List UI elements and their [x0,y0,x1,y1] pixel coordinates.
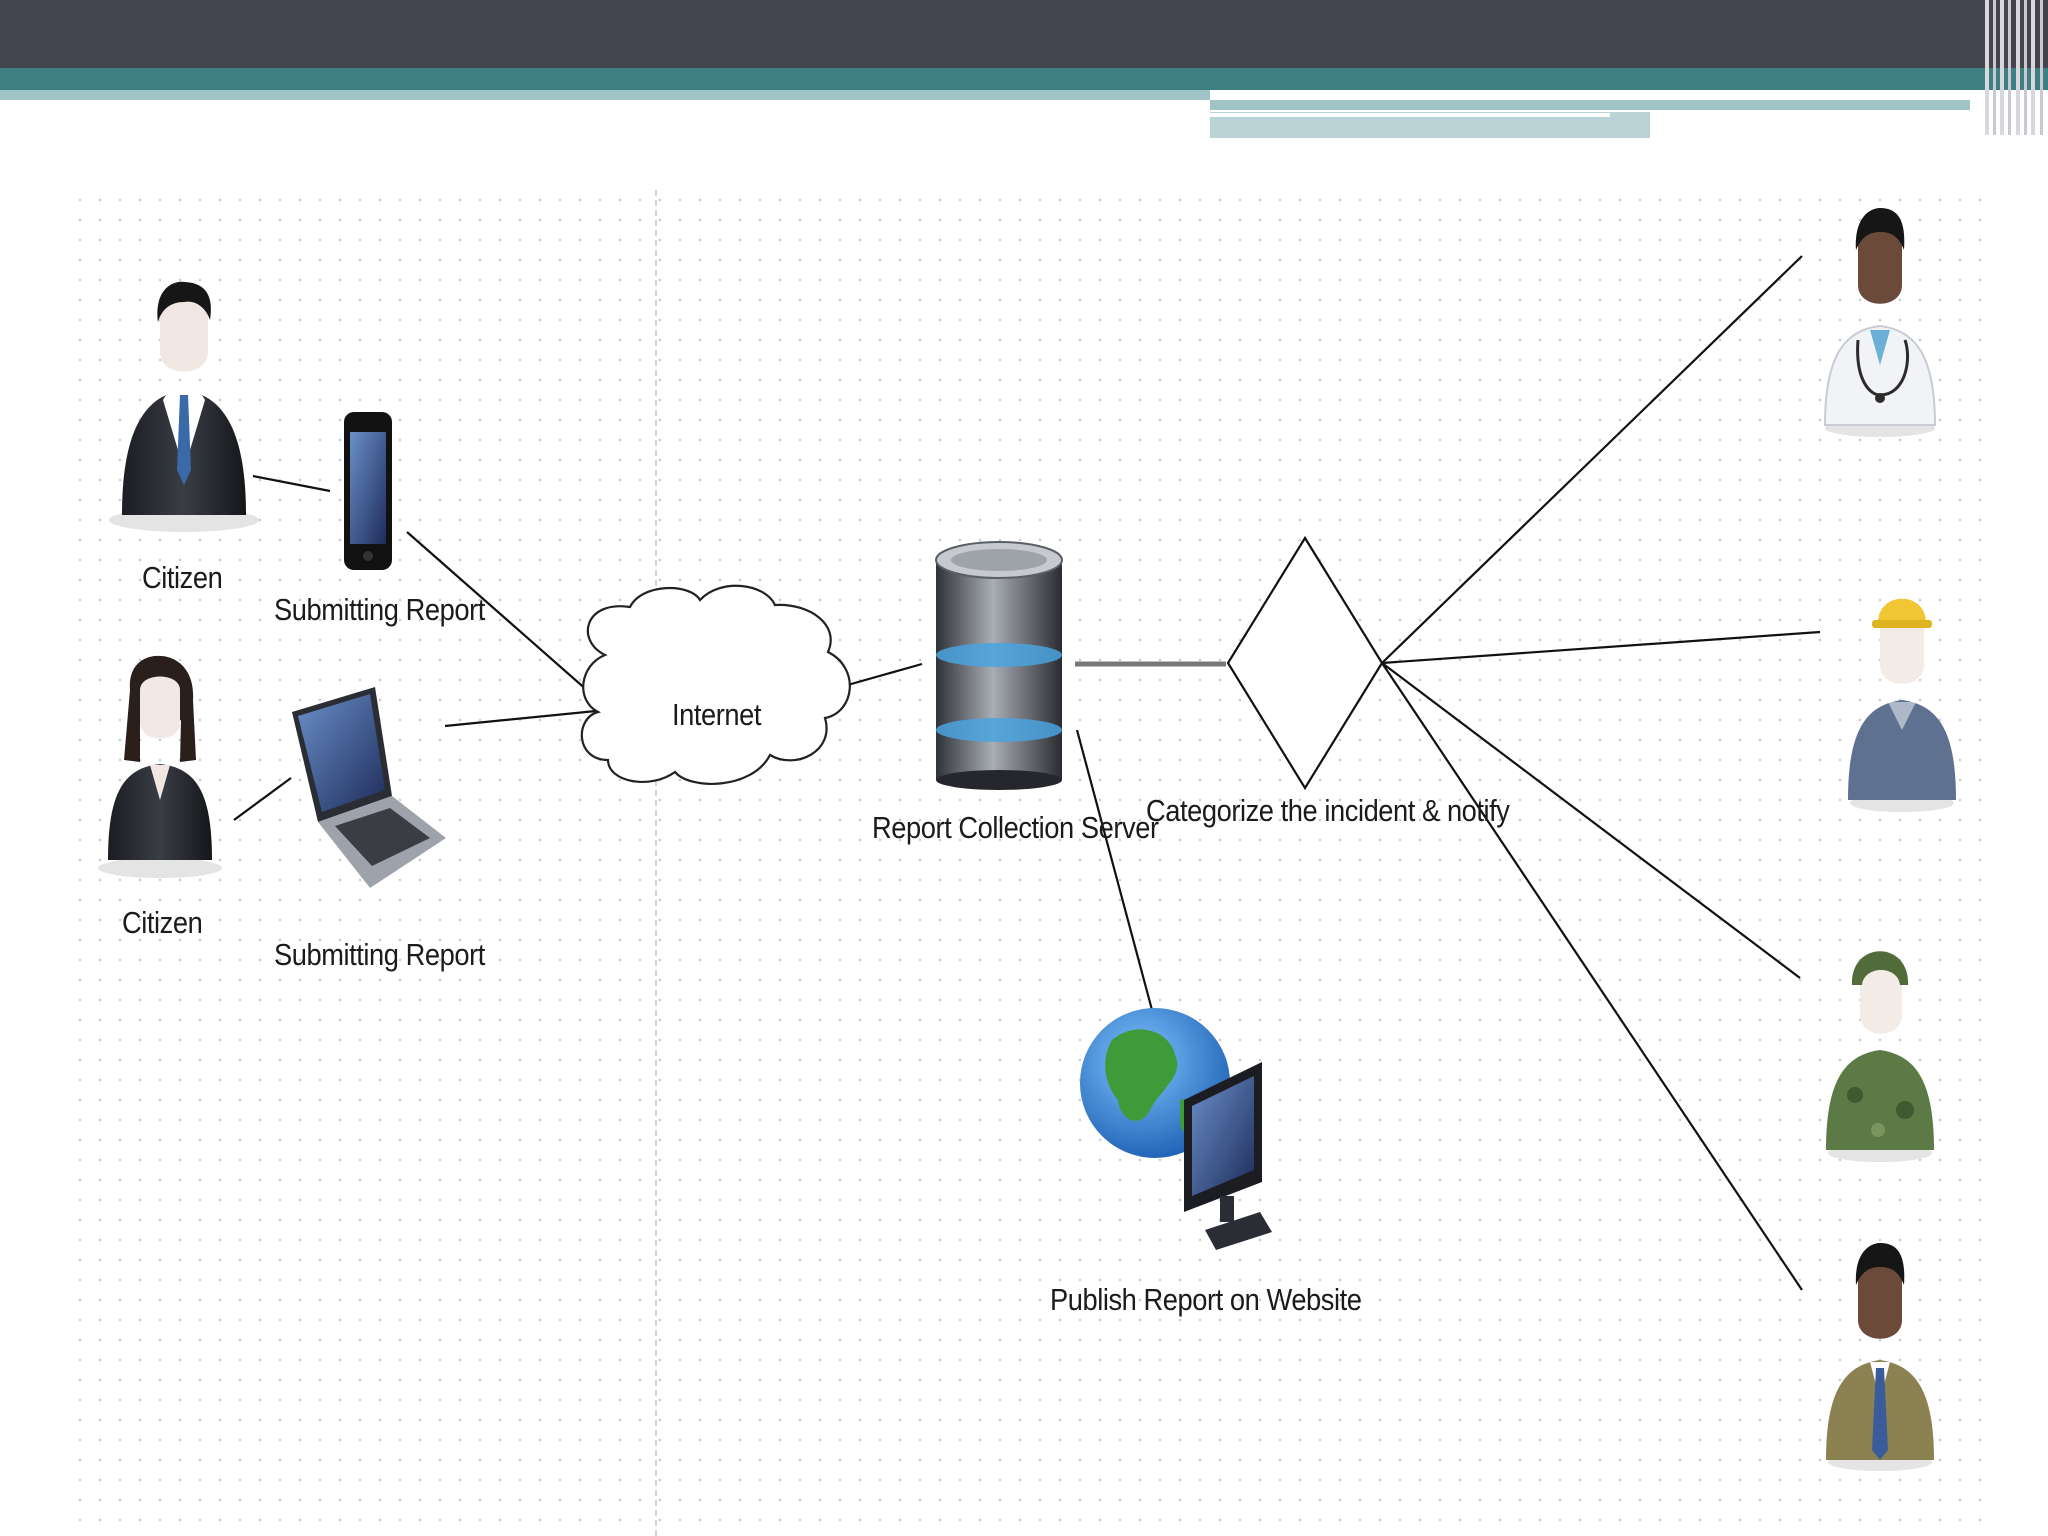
citizen-label: Citizen [122,905,203,940]
section-divider [655,190,657,1536]
worker-hardhat-icon [1848,598,1956,812]
doctor-icon [1823,208,1937,437]
soldier-icon [1826,951,1934,1162]
submitting-report-label: Submitting Report [274,937,485,972]
smartphone-icon [344,412,392,570]
citizen-male-avatar [109,281,259,532]
official-icon [1826,1243,1934,1471]
laptop-icon [292,687,446,888]
server-label: Report Collection Server [872,810,1159,845]
globe-monitor-icon [1080,1008,1272,1250]
connector-lines [233,255,1821,1291]
database-server-icon [935,541,1063,790]
slide-header-bar [0,0,2048,138]
decision-label: Categorize the incident & notify [1146,793,1510,828]
citizen-label: Citizen [142,560,223,595]
cloud-icon [580,584,851,785]
internet-label: Internet [672,697,761,732]
submitting-report-label: Submitting Report [274,592,485,627]
decision-diamond-icon [1226,535,1384,791]
website-label: Publish Report on Website [1050,1282,1362,1317]
citizen-female-avatar [98,655,222,878]
